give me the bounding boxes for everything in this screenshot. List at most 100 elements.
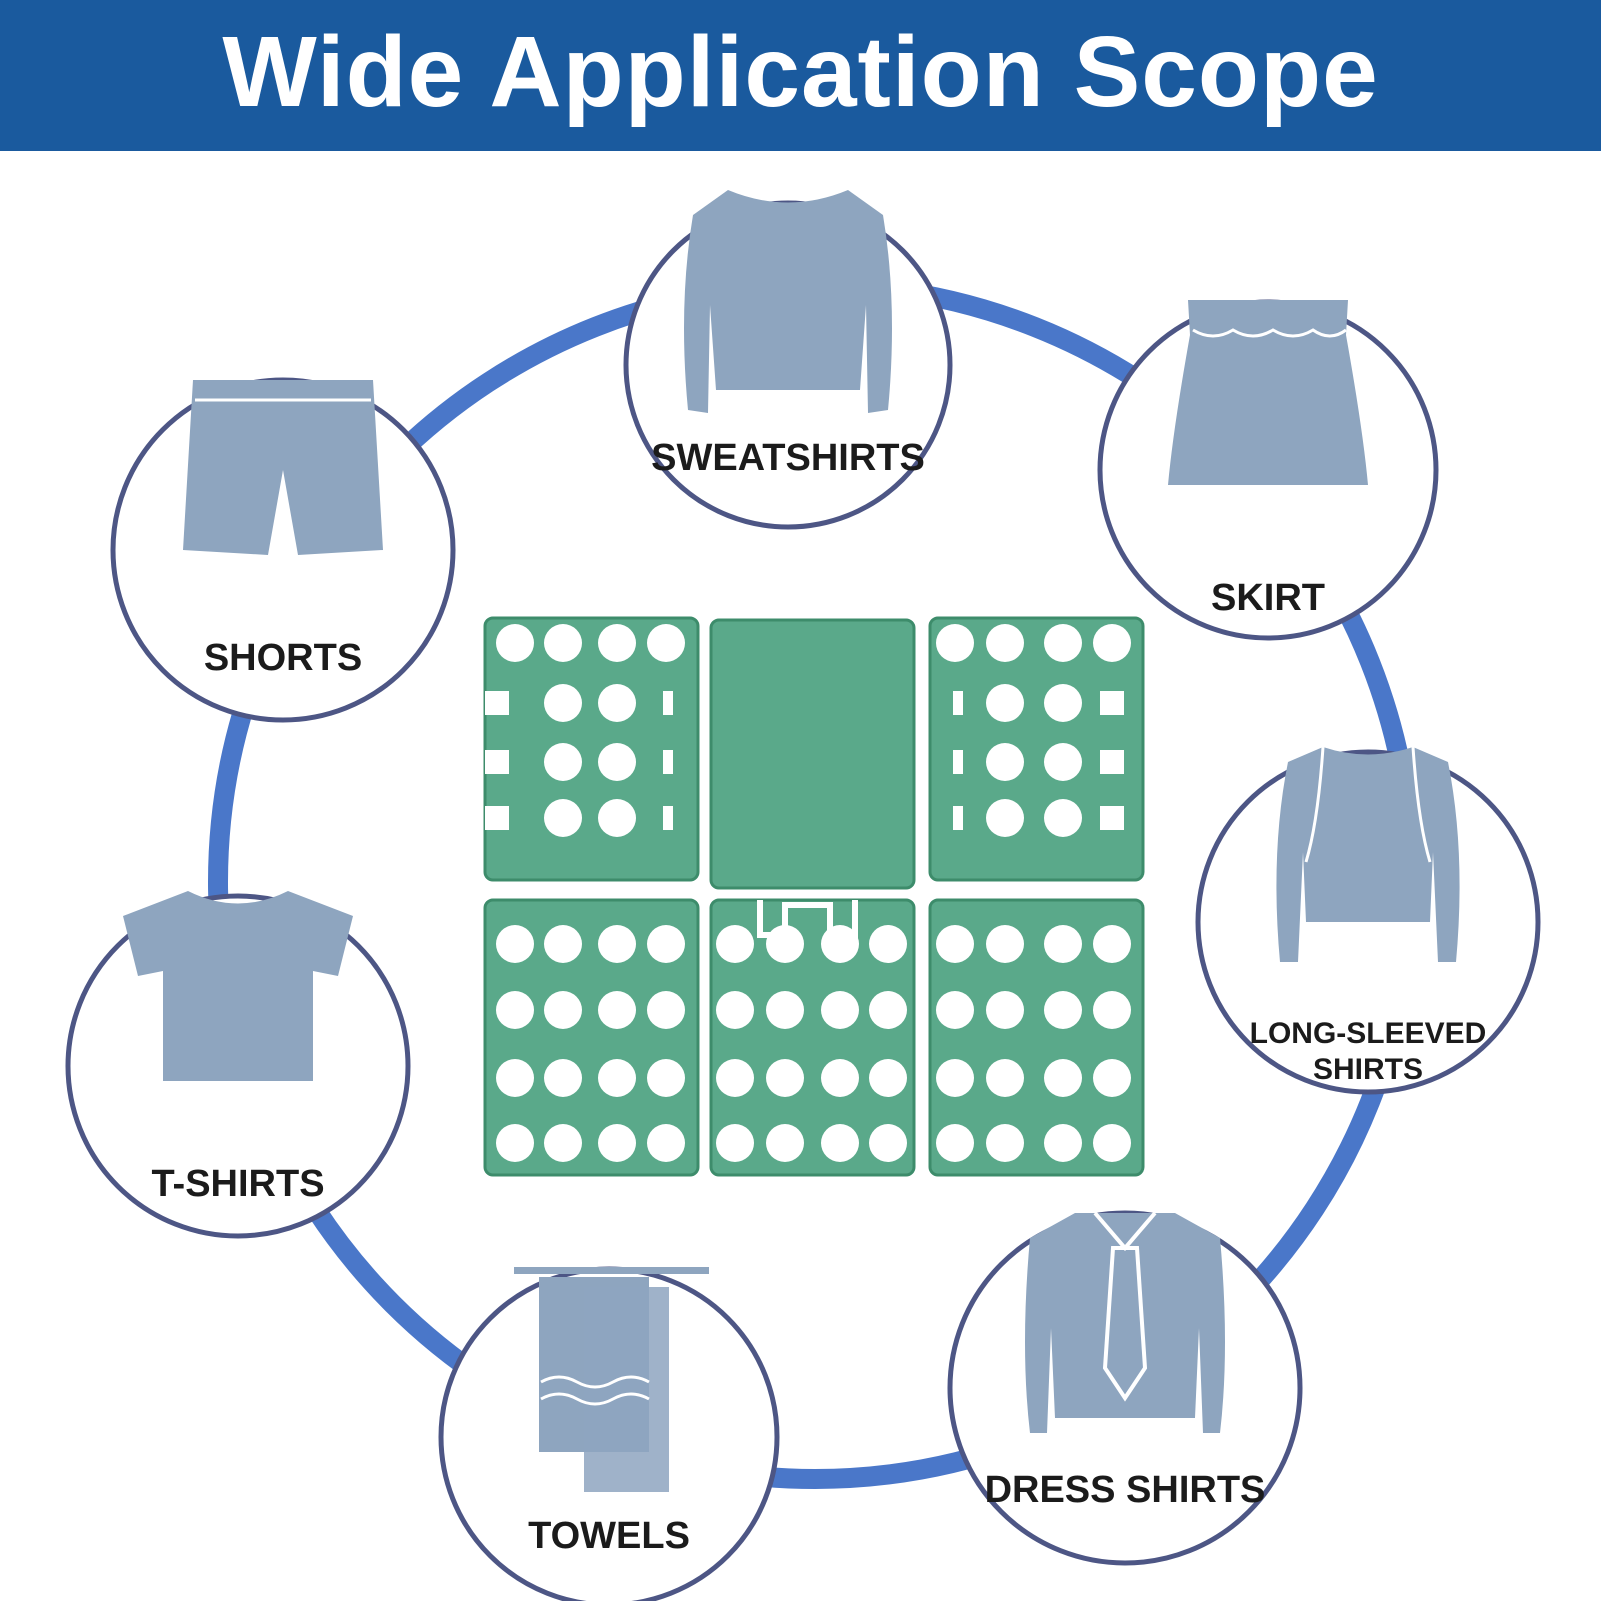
board-hole [598, 684, 636, 722]
board-hole [1093, 1059, 1131, 1097]
board-hole [986, 1059, 1024, 1097]
board-hole [1093, 991, 1131, 1029]
board-slot [953, 691, 963, 715]
board-hole [544, 991, 582, 1029]
board-hole [496, 991, 534, 1029]
board-hole [766, 1124, 804, 1162]
bubble-label: DRESS SHIRTS [985, 1469, 1266, 1511]
board-hole [716, 1059, 754, 1097]
board-hole [1044, 624, 1082, 662]
board-hole [598, 925, 636, 963]
board-hole [936, 1059, 974, 1097]
board-hole [1044, 1059, 1082, 1097]
bubble-label: SWEATSHIRTS [651, 437, 925, 479]
board-hole [496, 925, 534, 963]
board-tab [757, 900, 858, 938]
board-hole [496, 1059, 534, 1097]
board-hole [766, 1059, 804, 1097]
long-sleeve-shirt-icon [1276, 746, 1460, 962]
board-panel [928, 898, 1145, 1177]
board-hole [936, 624, 974, 662]
board-hole [1044, 799, 1082, 837]
shorts-icon [183, 380, 383, 555]
skirt-icon [1168, 300, 1368, 485]
dress-shirt-icon [1025, 1211, 1225, 1433]
board-hole [544, 1124, 582, 1162]
board-hole [544, 684, 582, 722]
board-hole [544, 799, 582, 837]
board-hole [1093, 925, 1131, 963]
board-hole [598, 991, 636, 1029]
board-slot [663, 750, 673, 774]
board-panel [709, 618, 916, 890]
board-hole [598, 624, 636, 662]
board-hole [544, 925, 582, 963]
board-hole [766, 991, 804, 1029]
board-hole [869, 991, 907, 1029]
board-hole [496, 1124, 534, 1162]
t-shirt-icon [123, 891, 353, 1081]
board-hole [821, 1059, 859, 1097]
board-slot [1100, 750, 1124, 774]
bubble-label: T-SHIRTS [151, 1163, 324, 1205]
board-hole [598, 799, 636, 837]
board-hole [986, 1124, 1024, 1162]
bubble-label: SKIRT [1211, 577, 1325, 619]
board-hole [869, 1059, 907, 1097]
board-hole [869, 925, 907, 963]
board-slot [485, 806, 509, 830]
board-hole [936, 925, 974, 963]
board-slot [485, 750, 509, 774]
bubble-label: TOWELS [528, 1515, 690, 1557]
bubble-towels: TOWELS [438, 1266, 780, 1601]
board-hole [544, 1059, 582, 1097]
sweatshirt-icon [684, 190, 892, 413]
bubble-dress-shirts: DRESS SHIRTS [947, 1210, 1303, 1566]
board-hole [986, 743, 1024, 781]
board-hole [1044, 743, 1082, 781]
board-slot [663, 691, 673, 715]
board-hole [821, 991, 859, 1029]
board-hole [647, 1124, 685, 1162]
board-hole [647, 1059, 685, 1097]
title-banner: Wide Application Scope [0, 0, 1601, 151]
board-panel [928, 616, 1145, 882]
board-slot [485, 691, 509, 715]
board-hole [716, 991, 754, 1029]
board-hole [869, 1124, 907, 1162]
board-hole [598, 743, 636, 781]
folding-board-image [483, 616, 1145, 1177]
board-hole [986, 799, 1024, 837]
board-hole [986, 925, 1024, 963]
towel-icon [514, 1267, 709, 1492]
board-hole [1093, 1124, 1131, 1162]
board-hole [936, 1124, 974, 1162]
board-hole [1044, 925, 1082, 963]
board-hole [544, 743, 582, 781]
board-hole [986, 684, 1024, 722]
board-hole [647, 991, 685, 1029]
bubble-sweatshirts: SWEATSHIRTS [623, 190, 953, 530]
bubble-shorts: SHORTS [110, 377, 456, 723]
board-hole [598, 1059, 636, 1097]
board-slot [1100, 806, 1124, 830]
board-hole [936, 991, 974, 1029]
board-slot [1100, 691, 1124, 715]
board-panel [709, 898, 916, 1177]
page-title: Wide Application Scope [222, 15, 1379, 128]
board-hole [716, 925, 754, 963]
board-hole [598, 1124, 636, 1162]
board-hole [1093, 624, 1131, 662]
bubble-t-shirts: T-SHIRTS [65, 891, 411, 1239]
board-hole [647, 925, 685, 963]
board-hole [986, 991, 1024, 1029]
bubble-label: LONG-SLEEVED [1250, 1017, 1487, 1050]
bubble-skirt: SKIRT [1097, 299, 1439, 641]
board-panel [483, 898, 700, 1177]
board-hole [496, 624, 534, 662]
board-hole [821, 1124, 859, 1162]
board-hole [716, 1124, 754, 1162]
